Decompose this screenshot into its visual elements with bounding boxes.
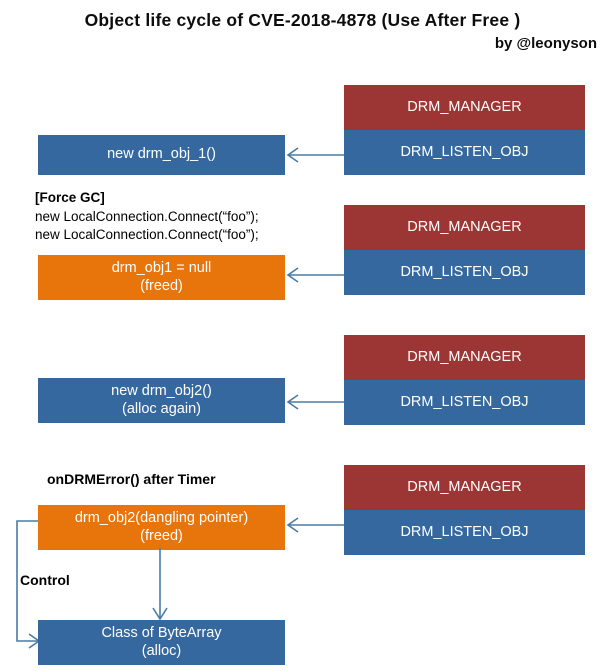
bytearray-line1: Class of ByteArray bbox=[101, 625, 222, 642]
stage-1-drm-manager-label: DRM_MANAGER bbox=[407, 98, 522, 115]
stage-2-drm-listen-obj-label: DRM_LISTEN_OBJ bbox=[400, 263, 529, 280]
stage-2-note-localconnection-1: new LocalConnection.Connect(“foo”); bbox=[35, 209, 259, 224]
stage-2-reference-arrow bbox=[286, 267, 344, 283]
stage-1-drm-manager-box: DRM_MANAGER bbox=[344, 85, 585, 130]
stage-1-reference-arrow bbox=[286, 147, 344, 163]
stage-2-object-box: drm_obj1 = null (freed) bbox=[38, 255, 285, 300]
stage-2-object-line1: drm_obj1 = null bbox=[111, 260, 212, 277]
title-block: Object life cycle of CVE-2018-4878 (Use … bbox=[0, 10, 605, 31]
stage-3-object-box: new drm_obj2() (alloc again) bbox=[38, 378, 285, 423]
byline: by @leonyson bbox=[494, 35, 597, 52]
dangling-pointer-arrow bbox=[152, 548, 168, 621]
stage-2-drm-manager-box: DRM_MANAGER bbox=[344, 205, 585, 250]
bytearray-line2: (alloc) bbox=[141, 642, 182, 659]
stage-1-object-box: new drm_obj_1() bbox=[38, 135, 285, 175]
stage-3-object-line1: new drm_obj2() bbox=[111, 383, 212, 400]
stage-4-object-line1: drm_obj2(dangling pointer) bbox=[74, 510, 249, 527]
stage-4-reference-arrow bbox=[286, 517, 344, 533]
stage-3-drm-manager-box: DRM_MANAGER bbox=[344, 335, 585, 380]
stage-1-drm-listen-obj-label: DRM_LISTEN_OBJ bbox=[400, 143, 529, 160]
stage-4-drm-listen-obj-label: DRM_LISTEN_OBJ bbox=[400, 523, 529, 540]
stage-3-drm-listen-obj-box: DRM_LISTEN_OBJ bbox=[344, 380, 585, 425]
control-label: Control bbox=[20, 572, 70, 588]
stage-4-note-ondrmerror: onDRMError() after Timer bbox=[47, 471, 216, 487]
stage-2-drm-manager-label: DRM_MANAGER bbox=[407, 218, 522, 235]
stage-2-note-force-gc: [Force GC] bbox=[35, 190, 105, 205]
bytearray-box: Class of ByteArray (alloc) bbox=[38, 620, 285, 665]
stage-2-drm-listen-obj-box: DRM_LISTEN_OBJ bbox=[344, 250, 585, 295]
page-title: Object life cycle of CVE-2018-4878 (Use … bbox=[84, 10, 521, 30]
stage-4-object-box: drm_obj2(dangling pointer) (freed) bbox=[38, 505, 285, 550]
stage-4-object-line2: (freed) bbox=[140, 527, 183, 544]
stage-1-object-line1: new drm_obj_1() bbox=[107, 146, 216, 163]
stage-3-drm-listen-obj-label: DRM_LISTEN_OBJ bbox=[400, 393, 529, 410]
stage-3-reference-arrow bbox=[286, 394, 344, 410]
stage-2-object-line2: (freed) bbox=[140, 277, 183, 294]
stage-4-drm-listen-obj-box: DRM_LISTEN_OBJ bbox=[344, 510, 585, 555]
stage-4-drm-manager-box: DRM_MANAGER bbox=[344, 465, 585, 510]
stage-2-note-localconnection-2: new LocalConnection.Connect(“foo”); bbox=[35, 227, 259, 242]
stage-4-drm-manager-label: DRM_MANAGER bbox=[407, 478, 522, 495]
stage-3-drm-manager-label: DRM_MANAGER bbox=[407, 348, 522, 365]
stage-1-drm-listen-obj-box: DRM_LISTEN_OBJ bbox=[344, 130, 585, 175]
stage-3-object-line2: (alloc again) bbox=[122, 400, 201, 417]
